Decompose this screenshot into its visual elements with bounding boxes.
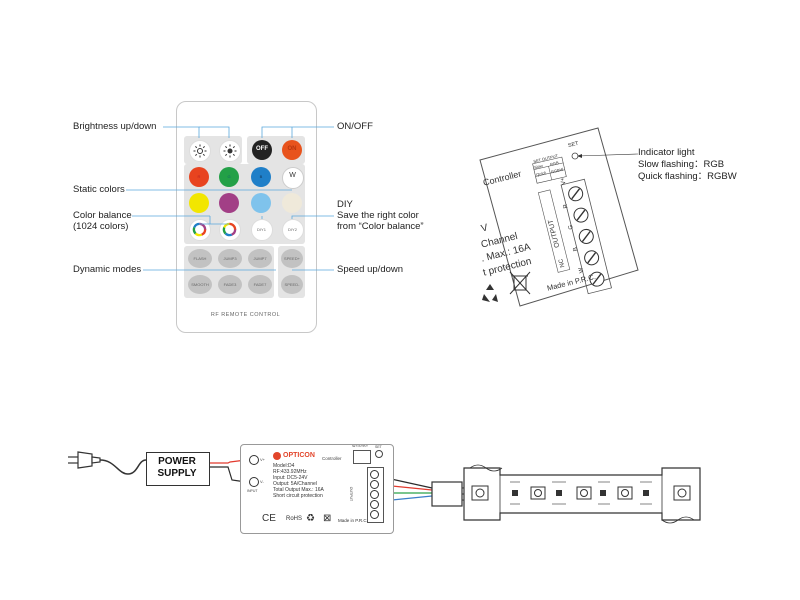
- off-button[interactable]: [252, 140, 272, 160]
- spec-line-3: Input: DC5-24V: [273, 475, 308, 481]
- controller-box: [240, 444, 394, 534]
- sun-large-icon: [223, 144, 237, 163]
- quick-flashing-label: Quick flashing：RGBW: [638, 171, 737, 182]
- diy2-button-label: DIY2: [288, 227, 297, 232]
- spec-line-4: Output: 5A/Channel: [273, 481, 317, 487]
- purple-button[interactable]: [219, 193, 239, 213]
- output-label: OUTPUT: [349, 486, 354, 502]
- green-button[interactable]: [219, 167, 239, 187]
- ce-mark: CE: [262, 513, 276, 524]
- on-button-label: ON: [287, 146, 297, 152]
- blue-button[interactable]: [251, 167, 271, 187]
- input-label: INPUT: [247, 489, 258, 493]
- set-output-table: [353, 450, 371, 464]
- smooth-button[interactable]: [188, 275, 212, 294]
- jump7-button[interactable]: [248, 249, 272, 268]
- controller-closeup-body: [479, 127, 639, 307]
- diy-sublabel-2: from “Color balance”: [337, 221, 424, 232]
- power-supply-label-1: POWER: [158, 456, 196, 467]
- set-button-icon[interactable]: [375, 450, 383, 458]
- brightness-down-button[interactable]: [189, 140, 211, 162]
- red-button[interactable]: [189, 167, 209, 187]
- output-terminal-3: [370, 490, 379, 499]
- on-off-label: ON/OFF: [337, 121, 373, 132]
- cream-button[interactable]: [282, 193, 302, 213]
- output-terminal-block: [367, 467, 384, 523]
- output-terminal-4: [370, 500, 379, 509]
- white-button[interactable]: [282, 167, 304, 189]
- spec-line-1: Model:D4: [273, 463, 295, 469]
- rohs-mark: RoHS: [286, 516, 303, 522]
- vminus-label: V-: [260, 479, 264, 484]
- weee-bin-icon: ⊠: [323, 513, 332, 524]
- slow-flashing-label: Slow flashing：RGB: [638, 159, 725, 170]
- yellow-button[interactable]: [189, 193, 209, 213]
- output-terminal-2: [370, 480, 379, 489]
- color-balance-button-2[interactable]: [219, 219, 241, 241]
- spec-line-5: Total Output Max.: 16A: [273, 487, 324, 493]
- sun-small-icon: [193, 144, 207, 163]
- diy-sublabel-1: Save the right color: [337, 210, 419, 221]
- remote-footer: RF REMOTE CONTROL: [210, 312, 281, 318]
- recycle-icon: ♻: [306, 513, 315, 524]
- vplus-label: V+: [260, 457, 266, 462]
- speed-down-button-label: SPEED-: [284, 282, 300, 287]
- speed-up-button[interactable]: [281, 249, 303, 268]
- diy-label: DIY: [337, 199, 353, 210]
- controller-label: Controller: [322, 456, 342, 461]
- power-supply-box: [146, 452, 210, 486]
- fade7-button[interactable]: [248, 275, 272, 294]
- wiring-diagram: POWER SUPPLY V+ V- INPUT OPTICON Control…: [0, 430, 800, 540]
- output-terminal-1: [370, 470, 379, 479]
- fade7-button-label: FADE7: [253, 282, 267, 287]
- set-label: SET: [375, 445, 382, 449]
- power-plug-icon: [68, 451, 101, 469]
- white-button-label: W: [289, 172, 296, 179]
- green-button-label: G: [227, 174, 231, 179]
- remote-control-diagram: OFF ON R G B W DIY1 DIY2 FLASH JUMP3 JUM…: [0, 0, 460, 340]
- color-balance-sublabel: (1024 colors): [73, 221, 129, 232]
- spec-line-2: RF:433.92MHz: [273, 469, 307, 475]
- dynamic-modes-label: Dynamic modes: [73, 264, 142, 275]
- color-wheel-icon: [222, 222, 237, 242]
- off-button-label: OFF: [256, 146, 268, 152]
- fade3-button[interactable]: [218, 275, 242, 294]
- speed-down-button[interactable]: [281, 275, 303, 294]
- input-terminal-vminus: [249, 477, 259, 487]
- light-blue-button[interactable]: [251, 193, 271, 213]
- input-terminal-vplus: [249, 455, 259, 465]
- brand-logo-mark: [273, 452, 281, 460]
- controller-closeup-diagram: Controller SET SET OUTPUT Slow RGB Quick…: [470, 120, 770, 320]
- jump3-button[interactable]: [218, 249, 242, 268]
- speed-label: Speed up/down: [337, 264, 404, 275]
- color-balance-label: Color balance: [73, 210, 132, 221]
- recycle-icon: [482, 284, 498, 302]
- jump7-button-label: JUMP7: [253, 256, 267, 261]
- flash-button[interactable]: [188, 249, 212, 268]
- power-supply-label-2: SUPPLY: [157, 468, 197, 479]
- on-button[interactable]: [282, 140, 302, 160]
- static-colors-label: Static colors: [73, 184, 125, 195]
- diy1-button[interactable]: [251, 219, 273, 241]
- jump3-button-label: JUMP3: [223, 256, 237, 261]
- indicator-light-label: Indicator light: [638, 147, 695, 158]
- smooth-button-label: SMOOTH: [191, 282, 209, 287]
- made-in-label: Made in P.R.C.: [338, 518, 368, 523]
- diy2-button[interactable]: [282, 219, 304, 241]
- fade3-button-label: FADE3: [223, 282, 237, 287]
- remote-leader-lines: [126, 126, 334, 271]
- flash-button-label: FLASH: [193, 256, 207, 261]
- weee-bin-icon: [509, 271, 531, 295]
- output-terminal-5: [370, 510, 379, 519]
- brightness-label: Brightness up/down: [73, 121, 157, 132]
- wiring-lines: [68, 451, 701, 524]
- spec-line-6: Short circuit protection: [273, 493, 323, 499]
- color-balance-button-1[interactable]: [189, 219, 211, 241]
- red-button-label: R: [197, 174, 201, 179]
- diy1-button-label: DIY1: [257, 227, 266, 232]
- blue-button-label: B: [259, 174, 263, 179]
- speed-up-button-label: SPEED+: [284, 256, 300, 261]
- set-output-label: SET OUTPUT: [352, 445, 368, 448]
- brand-label: OPTICON: [283, 452, 315, 459]
